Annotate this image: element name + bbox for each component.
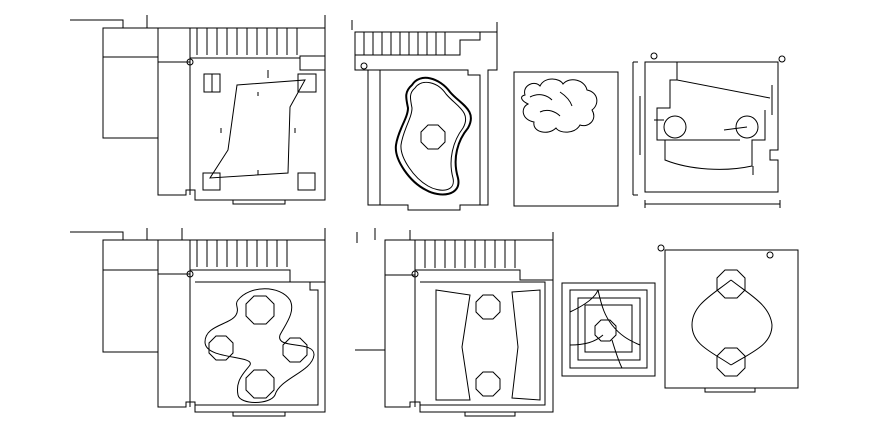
plan-6 — [355, 228, 554, 417]
plan-1 — [70, 15, 326, 205]
plan-5 — [70, 228, 326, 417]
stair-treads — [196, 240, 288, 267]
plan-4 — [632, 52, 786, 208]
stair-treads — [424, 240, 516, 268]
stair-treads — [363, 32, 446, 55]
plan-2 — [351, 20, 498, 211]
stair-treads — [196, 28, 298, 55]
plan-7 — [561, 282, 656, 377]
plan-3 — [513, 71, 619, 207]
plan-8 — [657, 244, 799, 393]
